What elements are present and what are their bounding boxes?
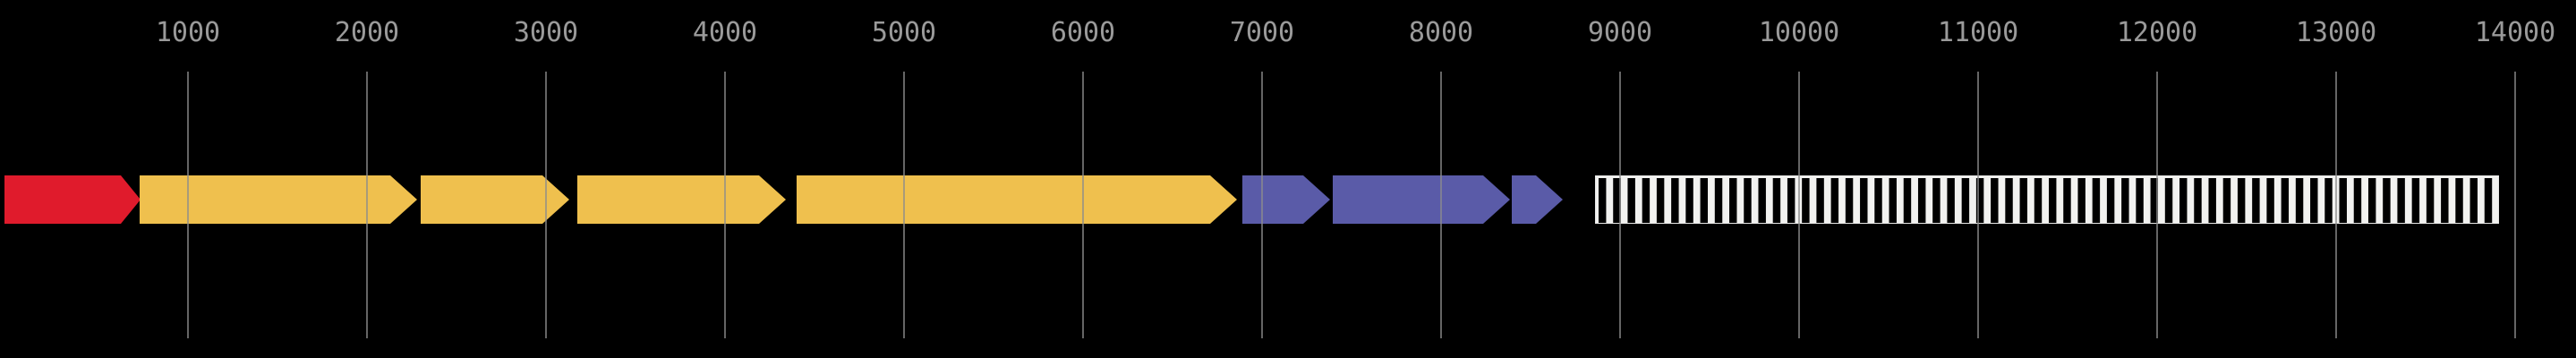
axis-gridline [2156, 72, 2158, 338]
axis-gridline [366, 72, 368, 338]
axis-gridline [545, 72, 547, 338]
axis-gridline [2514, 72, 2516, 338]
axis-gridline [1977, 72, 1979, 338]
axis-gridline [1798, 72, 1800, 338]
axis-gridline [903, 72, 905, 338]
axis-gridline [1261, 72, 1263, 338]
axis-gridline [724, 72, 726, 338]
axis-gridline [1619, 72, 1621, 338]
axis-gridline [2335, 72, 2337, 338]
axis-gridline [1440, 72, 1442, 338]
axis-gridline [1082, 72, 1084, 338]
axis-gridline [187, 72, 189, 338]
